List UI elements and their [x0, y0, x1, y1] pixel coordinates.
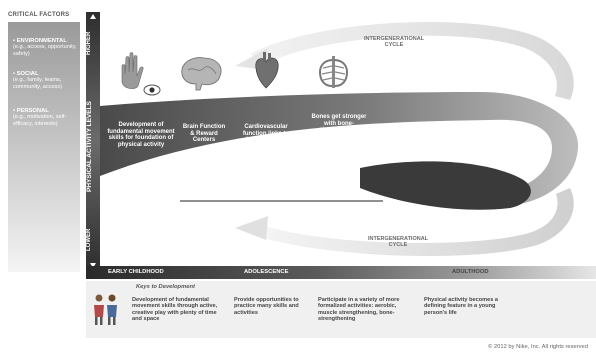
timeline-adolescence: ADOLESCENCE: [244, 269, 289, 275]
heart-icon: [255, 52, 279, 89]
factor-name: • PERSONAL: [13, 108, 49, 114]
main-band: [100, 92, 579, 204]
factor-name: • ENVIRONMENTAL: [13, 38, 67, 44]
copyright-notice: © 2012 by Nike, Inc. All rights reserved: [488, 344, 588, 350]
critical-factors-column: • ENVIRONMENTAL (e.g., access, opportuni…: [8, 22, 80, 272]
cycle-label-top: INTERGENERATIONAL CYCLE: [363, 36, 425, 48]
arrow-up-icon: [90, 14, 96, 19]
level-axis-label: PHYSICAL ACTIVITY LEVELS: [86, 101, 93, 193]
key-early-childhood: Development of fundamental movement skil…: [132, 297, 218, 323]
factor-social: • SOCIAL (e.g., family, teams, community…: [13, 71, 77, 90]
key-formalized-activities: Participate in a variety of more formali…: [318, 297, 400, 323]
ribcage-icon: [318, 56, 349, 88]
level-lower-label: LOWER: [86, 228, 92, 252]
stage-caption-movement-skills: Development of fundamental movement skil…: [107, 122, 175, 148]
stage-caption-cardiovascular: Cardiovascular function links to brain f…: [242, 124, 290, 144]
band-fold: [360, 161, 531, 210]
keys-to-development-panel: Keys to Development Development of funda…: [86, 281, 596, 338]
timeline-adulthood: ADULTHOOD: [452, 269, 489, 275]
timeline-early-childhood: EARLY CHILDHOOD: [108, 269, 164, 275]
cycle-label-bottom: INTERGENERATIONAL CYCLE: [367, 236, 429, 248]
lower-cycle-arc: [250, 188, 574, 257]
factor-personal: • PERSONAL (e.g., motivation, self-effic…: [13, 108, 77, 127]
activity-spiral-diagram: [100, 22, 579, 257]
life-stage-timeline: EARLY CHILDHOOD ADOLESCENCE ADULTHOOD: [86, 266, 596, 279]
factor-name: • SOCIAL: [13, 71, 39, 77]
key-adolescence: Provide opportunities to practice many s…: [234, 297, 299, 316]
hand-eye-icon: [121, 52, 161, 96]
factor-detail: (e.g., access, opportunity, safety): [13, 44, 77, 57]
stage-caption-brain: Brain Function & Reward Centers: [182, 124, 226, 144]
upper-cycle-arc: [250, 22, 574, 100]
critical-factors-title: CRITICAL FACTORS: [8, 12, 70, 18]
level-higher-label: HIGHER: [86, 31, 92, 55]
factor-environmental: • ENVIRONMENTAL (e.g., access, opportuni…: [13, 38, 77, 57]
keys-title: Keys to Development: [136, 284, 195, 290]
stage-caption-bones: Bones get stronger with bone-strengtheni…: [311, 114, 367, 140]
brain-icon: [181, 57, 222, 91]
arrow-down-icon: [90, 263, 96, 268]
factor-detail: (e.g., family, teams, community, access): [13, 77, 63, 90]
children-icon: [94, 294, 117, 325]
factor-detail: (e.g., motivation, self-efficacy, intere…: [13, 114, 67, 127]
physical-activity-levels-bar: HIGHER PHYSICAL ACTIVITY LEVELS LOWER: [86, 12, 100, 270]
lower-cycle-arrowhead: [235, 216, 268, 240]
key-adulthood: Physical activity becomes a defining fea…: [424, 297, 499, 316]
